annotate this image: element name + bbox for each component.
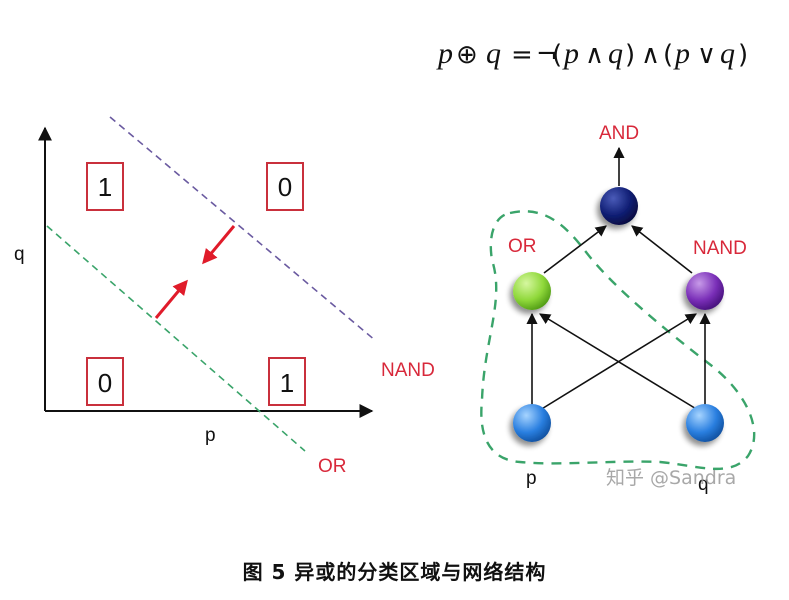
cell-box xyxy=(266,162,304,211)
hidden-label-nand: NAND xyxy=(693,238,747,259)
arrow-up-right-icon xyxy=(154,279,188,319)
cell-value: 1 xyxy=(280,368,294,398)
formula-equals: = xyxy=(511,40,533,70)
cell-bottom-right: 1 xyxy=(268,357,306,406)
formula-and-2: ∧ xyxy=(641,40,660,70)
formula-q: q xyxy=(486,37,501,70)
formula-and-1: ∧ xyxy=(585,40,604,70)
formula-p: p xyxy=(436,37,453,70)
cell-value: 0 xyxy=(278,172,292,202)
cell-box xyxy=(268,357,306,406)
or-boundary-line xyxy=(46,225,306,452)
nand-boundary-line xyxy=(109,116,377,342)
cell-box xyxy=(86,357,124,406)
formula-lparen-1: ( xyxy=(552,40,562,70)
formula-p-2: p xyxy=(562,37,579,70)
edge-nand-to-and xyxy=(631,225,693,274)
decision-plot: q p 1 0 0 1 NAND OR xyxy=(14,116,435,477)
input-label-p: p xyxy=(526,468,537,489)
formula-rparen-2: ) xyxy=(738,40,748,70)
cell-box xyxy=(86,162,124,211)
formula-xor-symbol: ⊕ xyxy=(456,40,478,70)
y-axis-label: q xyxy=(14,244,25,265)
formula-negation: ¬ xyxy=(536,40,558,70)
nand-line-label: NAND xyxy=(381,360,435,381)
formula-or: ∨ xyxy=(697,40,716,70)
formula-q-2: q xyxy=(608,37,623,70)
node-and xyxy=(600,187,638,225)
node-or xyxy=(513,272,551,310)
network-diagram: AND OR NAND p q 知乎 @Sandra xyxy=(480,123,756,495)
formula-lparen-2: ( xyxy=(663,40,673,70)
hidden-label-or: OR xyxy=(508,236,537,257)
formula-q-3: q xyxy=(720,37,735,70)
cell-bottom-left: 0 xyxy=(86,357,124,406)
edge-q-to-or xyxy=(539,313,699,411)
node-input-p xyxy=(513,404,551,442)
node-nand xyxy=(686,272,724,310)
formula-p-3: p xyxy=(673,37,690,70)
figure-caption: 图 5 异或的分类区域与网络结构 xyxy=(242,560,547,584)
xor-formula: p ⊕ q = ¬ ( p ∧ q ) ∧ ( p ∨ q ) xyxy=(436,37,748,70)
formula-rparen-1: ) xyxy=(625,40,635,70)
x-axis-label: p xyxy=(205,425,216,446)
edge-or-to-and xyxy=(543,225,607,274)
cell-value: 1 xyxy=(98,172,112,202)
cell-top-right: 0 xyxy=(266,162,304,211)
node-input-q xyxy=(686,404,724,442)
output-label-and: AND xyxy=(599,123,639,144)
cell-value: 0 xyxy=(98,368,112,398)
watermark: 知乎 @Sandra xyxy=(606,467,736,489)
or-region-outline xyxy=(480,210,756,471)
or-line-label: OR xyxy=(318,456,347,477)
cell-top-left: 1 xyxy=(86,162,124,211)
input-label-q: q xyxy=(698,474,709,495)
arrow-down-left-icon xyxy=(202,225,236,265)
